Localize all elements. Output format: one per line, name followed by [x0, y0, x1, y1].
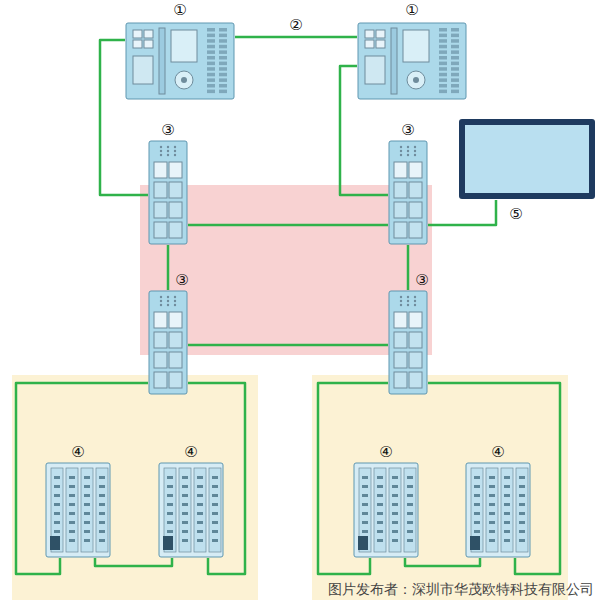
- network-switch: ③: [388, 140, 428, 245]
- network-switch-graphic: [148, 290, 188, 395]
- callout-number: ③: [398, 121, 418, 139]
- io-station: ④: [353, 462, 419, 558]
- ethernet-cable: [235, 36, 357, 39]
- ethernet-cable: [428, 383, 560, 574]
- io-station-graphic: [45, 462, 111, 558]
- io-station: ④: [158, 462, 224, 558]
- network-switch-graphic: [388, 290, 428, 395]
- plc-controller: ①: [125, 22, 235, 100]
- plc-controller: ①: [357, 22, 467, 100]
- io-region: [12, 375, 258, 600]
- callout-number: ③: [172, 271, 192, 289]
- ethernet-cable: [188, 344, 388, 347]
- ethernet-cable: [95, 558, 172, 566]
- hmi-panel: ⑤: [458, 118, 596, 200]
- callout-number: ③: [158, 121, 178, 139]
- ethernet-cable: [405, 558, 480, 566]
- ethernet-cable: [16, 383, 148, 574]
- network-switch-graphic: [148, 140, 188, 245]
- io-station: ④: [45, 462, 111, 558]
- callout-number: ④: [181, 443, 201, 461]
- network-switch: ③: [148, 290, 188, 395]
- hmi-panel-graphic: [458, 118, 596, 200]
- callout-number: ⑤: [506, 205, 526, 223]
- network-switch: ③: [388, 290, 428, 395]
- io-station-graphic: [465, 462, 531, 558]
- ethernet-cable: [407, 245, 410, 290]
- ethernet-cable: [188, 224, 388, 227]
- callout-number: ①: [402, 1, 422, 19]
- callout-number: ④: [68, 443, 88, 461]
- callout-number: ④: [488, 443, 508, 461]
- callout-number: ②: [288, 16, 303, 34]
- plc-controller-graphic: [125, 22, 235, 100]
- callout-number: ③: [412, 271, 432, 289]
- ethernet-cable: [167, 245, 170, 290]
- callout-number: ①: [170, 1, 190, 19]
- io-station: ④: [465, 462, 531, 558]
- ethernet-cable: [188, 383, 245, 574]
- io-region: [312, 375, 568, 600]
- network-switch: ③: [148, 140, 188, 245]
- ethernet-cable: [318, 383, 388, 574]
- network-switch-graphic: [388, 140, 428, 245]
- io-station-graphic: [353, 462, 419, 558]
- watermark: 图片发布者：深圳市华茂欧特科技有限公司: [328, 581, 594, 598]
- io-station-graphic: [158, 462, 224, 558]
- ethernet-cable: [428, 200, 496, 225]
- callout-number: ④: [376, 443, 396, 461]
- plc-controller-graphic: [357, 22, 467, 100]
